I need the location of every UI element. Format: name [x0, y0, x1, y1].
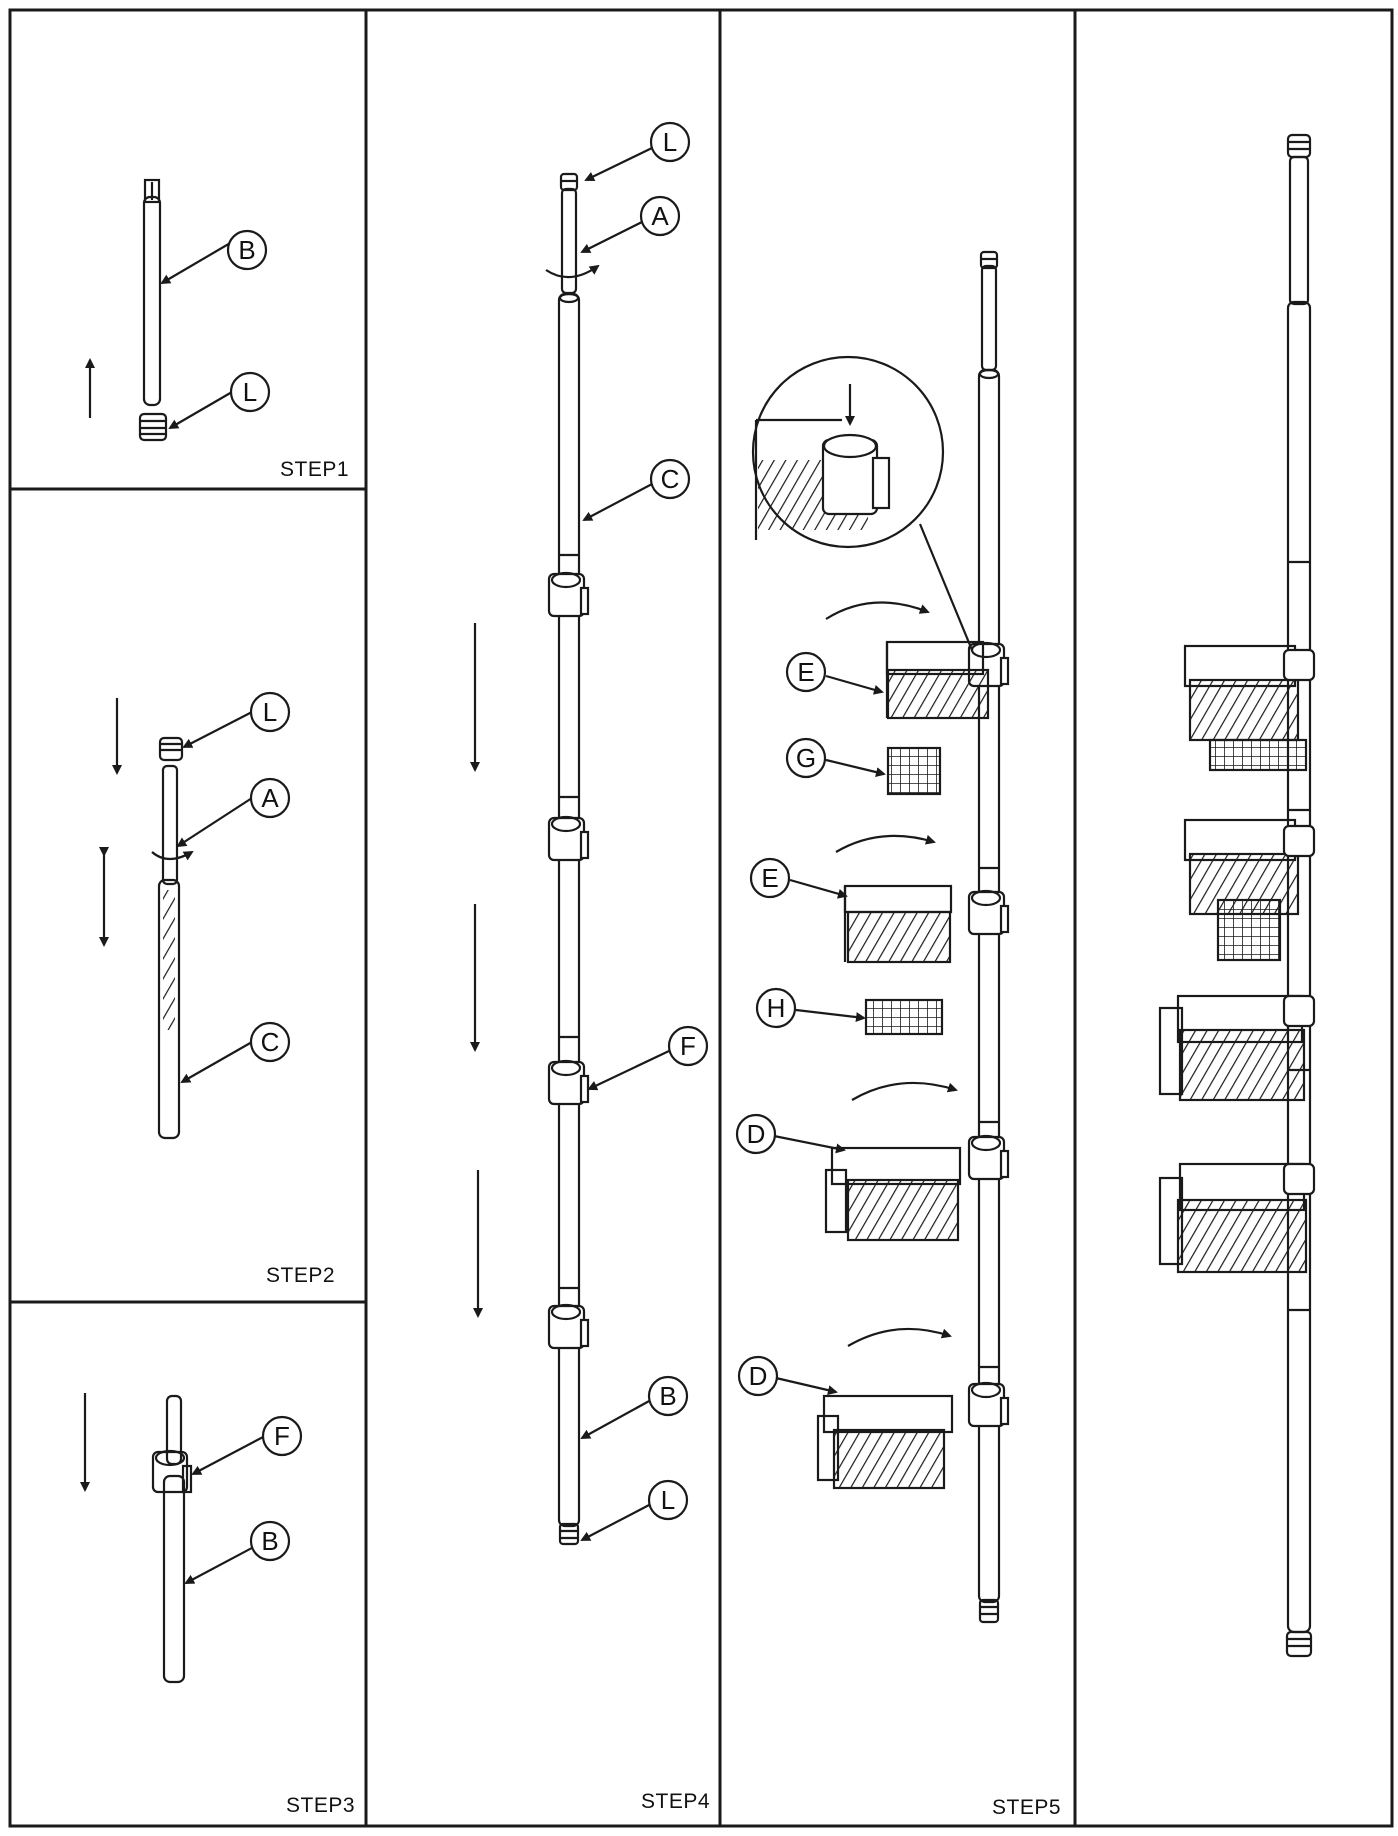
pole-c	[157, 878, 181, 1140]
clip-2	[547, 815, 590, 862]
step1-diagram	[85, 178, 233, 442]
callout-h: H	[755, 987, 797, 1029]
step3-diagram	[80, 1393, 266, 1684]
final-assembly-diagram	[1158, 133, 1316, 1658]
callout-b: B	[249, 1520, 291, 1562]
callout-d: D	[735, 1113, 777, 1155]
basket-d-1	[824, 1146, 962, 1242]
clip-f	[547, 1059, 590, 1106]
callout-f: F	[261, 1415, 303, 1457]
callout-a: A	[639, 195, 681, 237]
step1-label: STEP1	[280, 458, 350, 481]
panel-frames	[8, 8, 1394, 1828]
callout-label: L	[661, 1485, 675, 1515]
callout-c: C	[649, 458, 691, 500]
end-cap-l	[138, 412, 168, 442]
outer-frame	[8, 8, 1394, 1828]
top-cap	[979, 250, 999, 270]
pole	[1286, 300, 1312, 1634]
callout-label: L	[243, 377, 257, 407]
step2-label: STEP2	[266, 1264, 336, 1287]
top-cap	[1286, 133, 1312, 159]
clip-2	[967, 889, 1010, 936]
pole-b	[142, 195, 162, 407]
pole-top	[165, 1394, 183, 1466]
callout-label: A	[261, 783, 279, 813]
step5-label: STEP5	[992, 1796, 1062, 1819]
callout-label: H	[767, 993, 786, 1023]
callout-label: B	[659, 1381, 676, 1411]
pole-b	[162, 1474, 186, 1684]
basket-h	[864, 998, 944, 1036]
callout-label: B	[261, 1526, 278, 1556]
assembled-basket-2	[1183, 818, 1316, 962]
callout-label: C	[261, 1027, 280, 1057]
bottom-cap	[1285, 1630, 1313, 1658]
step4-label: STEP4	[641, 1790, 711, 1813]
detail-circle	[751, 355, 974, 651]
callout-g: G	[785, 737, 827, 779]
callout-a: A	[249, 777, 291, 819]
callout-e: E	[749, 857, 791, 899]
callout-l: L	[249, 691, 291, 733]
callouts: B L L A C F B L A C F B L E G E H D D	[226, 121, 827, 1562]
basket-g	[886, 746, 942, 796]
assembled-basket-3	[1158, 994, 1316, 1102]
callout-label: D	[749, 1361, 768, 1391]
callout-b: B	[226, 229, 268, 271]
callout-label: L	[263, 697, 277, 727]
bottom-cap	[978, 1598, 1000, 1624]
callout-label: B	[238, 235, 255, 265]
callout-label: G	[796, 743, 816, 773]
thread	[163, 890, 175, 1030]
basket-e-2	[843, 884, 953, 964]
step2-diagram	[99, 698, 253, 1140]
callout-l: L	[649, 121, 691, 163]
end-cap-l	[158, 736, 184, 762]
callout-l: L	[229, 371, 271, 413]
top-cap-l	[559, 172, 579, 192]
callout-e: E	[785, 651, 827, 693]
clip-4	[547, 1303, 590, 1350]
assembled-basket-4	[1158, 1162, 1316, 1274]
clip-3	[967, 1134, 1010, 1181]
basket-e-1	[885, 640, 990, 720]
callout-label: C	[661, 464, 680, 494]
callout-label: L	[663, 127, 677, 157]
pole-a	[161, 764, 179, 886]
callout-d: D	[737, 1355, 779, 1397]
clip-f	[151, 1449, 193, 1494]
bottom-cap-l	[558, 1522, 580, 1546]
step4-diagram	[470, 147, 670, 1546]
callout-label: E	[797, 657, 814, 687]
callout-c: C	[249, 1021, 291, 1063]
twist-arrow	[151, 850, 194, 861]
pole-b-top-connector	[143, 178, 161, 204]
clip-4	[967, 1381, 1010, 1428]
clip-1	[547, 571, 590, 618]
callout-b: B	[647, 1375, 689, 1417]
callout-label: D	[747, 1119, 766, 1149]
callout-label: F	[274, 1421, 290, 1451]
basket-d-2	[816, 1394, 954, 1490]
twist-arrow	[545, 264, 600, 279]
callout-label: A	[651, 201, 669, 231]
callout-f: F	[667, 1025, 709, 1067]
callout-l: L	[647, 1479, 689, 1521]
step5-diagram	[751, 250, 1010, 1624]
step3-label: STEP3	[286, 1794, 356, 1817]
callout-label: F	[680, 1031, 696, 1061]
callout-label: E	[761, 863, 778, 893]
assembled-basket-1	[1183, 644, 1316, 772]
